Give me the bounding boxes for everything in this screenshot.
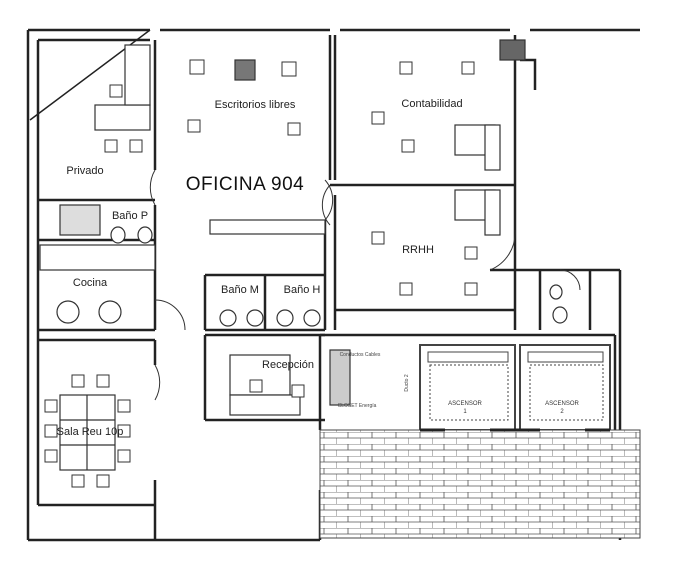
label-conductos: Conductos Cables bbox=[339, 352, 381, 358]
room-recepcion: Recepción bbox=[262, 359, 314, 371]
room-contabilidad: Contabilidad bbox=[401, 98, 463, 110]
label-ducto: Ducto 2 bbox=[404, 374, 410, 392]
elevator-1-name: ASCENSOR bbox=[448, 401, 482, 407]
elevator-2-number: 2 bbox=[560, 409, 564, 415]
elevator-shafts bbox=[419, 344, 611, 431]
room-bano-h: Baño H bbox=[283, 284, 321, 296]
elevator-1-label: ASCENSOR 1 bbox=[448, 400, 482, 416]
room-rrhh: RRHH bbox=[402, 244, 434, 256]
room-escritorios-libres: Escritorios libres bbox=[214, 99, 296, 111]
stairs-hatching bbox=[319, 429, 641, 539]
walls bbox=[26, 28, 640, 542]
elevator-2-name: ASCENSOR bbox=[545, 401, 579, 407]
elevator-1-number: 1 bbox=[463, 409, 467, 415]
furniture bbox=[39, 39, 568, 471]
room-bano-p: Baño P bbox=[111, 210, 149, 222]
label-closet: CLOSET Energía bbox=[337, 403, 377, 409]
elevator-2-label: ASCENSOR 2 bbox=[545, 400, 579, 416]
room-bano-m: Baño M bbox=[221, 284, 259, 296]
room-privado: Privado bbox=[66, 165, 104, 177]
room-sala-reu: Sala Reu 10p bbox=[56, 426, 124, 438]
chairs bbox=[44, 59, 478, 488]
room-cocina: Cocina bbox=[72, 277, 108, 289]
office-title: OFICINA 904 bbox=[185, 174, 305, 195]
